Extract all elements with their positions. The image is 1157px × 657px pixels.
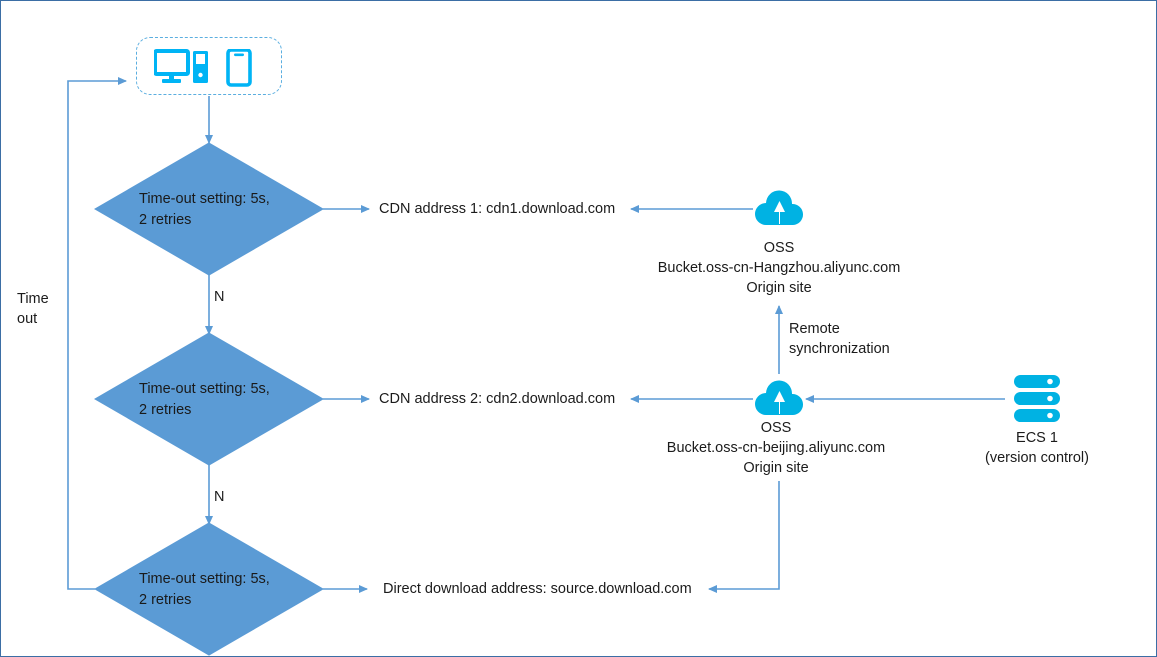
connector-oss-beijing-to-direct [708, 481, 780, 593]
decision-1-shape[interactable] [94, 142, 324, 276]
timeout-label-line2: out [17, 311, 38, 327]
decision-2-line1: Time-out setting: 5s, [139, 381, 270, 397]
decision-3-label: Time-out setting: 5s, 2 retries [139, 569, 270, 611]
connector-timeout-return-loop [67, 77, 127, 590]
sync-label-line1: Remote [789, 321, 840, 337]
decision-1-line1: Time-out setting: 5s, [139, 191, 270, 207]
oss-beijing-line3: Origin site [743, 460, 809, 476]
monitor-icon [154, 49, 190, 83]
timeout-return-label: Time out [17, 289, 49, 329]
cloud-upload-icon-hangzhou[interactable] [755, 190, 804, 225]
decision-1-label: Time-out setting: 5s, 2 retries [139, 189, 270, 231]
direct-download-address-label: Direct download address: source.download… [383, 581, 692, 597]
decision-3-line1: Time-out setting: 5s, [139, 571, 270, 587]
branch-flag-n-1: N [214, 289, 225, 305]
smartphone-icon [226, 49, 252, 87]
oss-hangzhou-line2: Bucket.oss-cn-Hangzhou.aliyunc.com [657, 260, 901, 276]
cloud-upload-icon-beijing[interactable] [755, 380, 804, 415]
desktop-tower-icon [193, 51, 208, 83]
decision-3-shape[interactable] [94, 522, 324, 656]
oss-hangzhou-line3: Origin site [746, 280, 812, 296]
ecs-line1: ECS 1 [1016, 430, 1058, 446]
cdn-address-2-label: CDN address 2: cdn2.download.com [379, 391, 616, 407]
client-device-icons [154, 49, 252, 87]
oss-hangzhou-line1: OSS [763, 240, 795, 256]
ecs-label: ECS 1 (version control) [985, 428, 1089, 468]
sync-label-line2: synchronization [789, 341, 890, 357]
decision-1-line2: 2 retries [139, 212, 192, 228]
branch-flag-n-2: N [214, 489, 225, 505]
oss-beijing-line1: OSS [760, 420, 792, 436]
decision-2-label: Time-out setting: 5s, 2 retries [139, 379, 270, 421]
ecs-line2: (version control) [985, 450, 1089, 466]
decision-3-line2: 2 retries [139, 592, 192, 608]
oss-hangzhou-label: OSS Bucket.oss-cn-Hangzhou.aliyunc.com O… [658, 238, 901, 298]
decision-2-shape[interactable] [94, 332, 324, 466]
decision-2-line2: 2 retries [139, 402, 192, 418]
server-stack-icon[interactable] [1014, 375, 1060, 422]
remote-synchronization-label: Remote synchronization [789, 319, 890, 359]
oss-beijing-line2: Bucket.oss-cn-beijing.aliyunc.com [666, 440, 886, 456]
oss-beijing-label: OSS Bucket.oss-cn-beijing.aliyunc.com Or… [667, 418, 885, 478]
timeout-label-line1: Time [17, 291, 49, 307]
client-devices-box[interactable] [136, 37, 282, 95]
cdn-address-1-label: CDN address 1: cdn1.download.com [379, 201, 616, 217]
